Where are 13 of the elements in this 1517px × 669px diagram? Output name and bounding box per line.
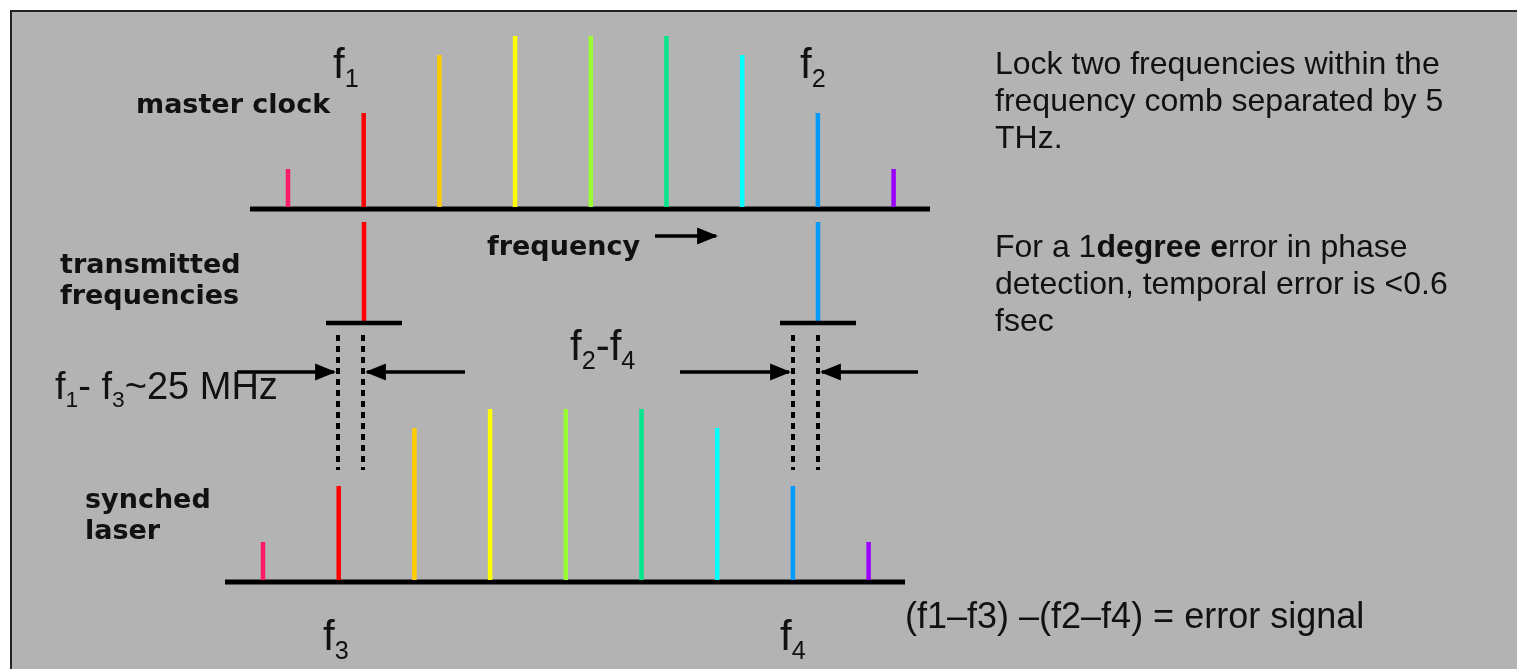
- row-label: transmitted frequencies: [60, 248, 242, 311]
- note-text: For a 1degree error in phase detection, temporal error is <0.6 fsec: [995, 228, 1449, 339]
- difference-label: f$_{1}$- f$_{3}$~25 MHz: [55, 365, 278, 413]
- note-text: Lock two frequencies within the frequency comb separated by 5 THz.: [995, 45, 1445, 156]
- row-label: synched laser: [85, 483, 212, 546]
- row-label: master clock: [136, 88, 331, 120]
- frequency-label: f$_{3}$: [323, 612, 349, 665]
- frequency-label: f$_{4}$: [780, 612, 806, 665]
- axis-label: frequency: [487, 230, 641, 262]
- frequency-label: f$_{2}$: [800, 40, 826, 93]
- difference-label: f$_{2}$-f$_{4}$: [570, 322, 636, 375]
- frequency-label: f$_{1}$: [333, 40, 359, 93]
- equation-text: (f1–f3) –(f2–f4) = error signal: [905, 595, 1365, 637]
